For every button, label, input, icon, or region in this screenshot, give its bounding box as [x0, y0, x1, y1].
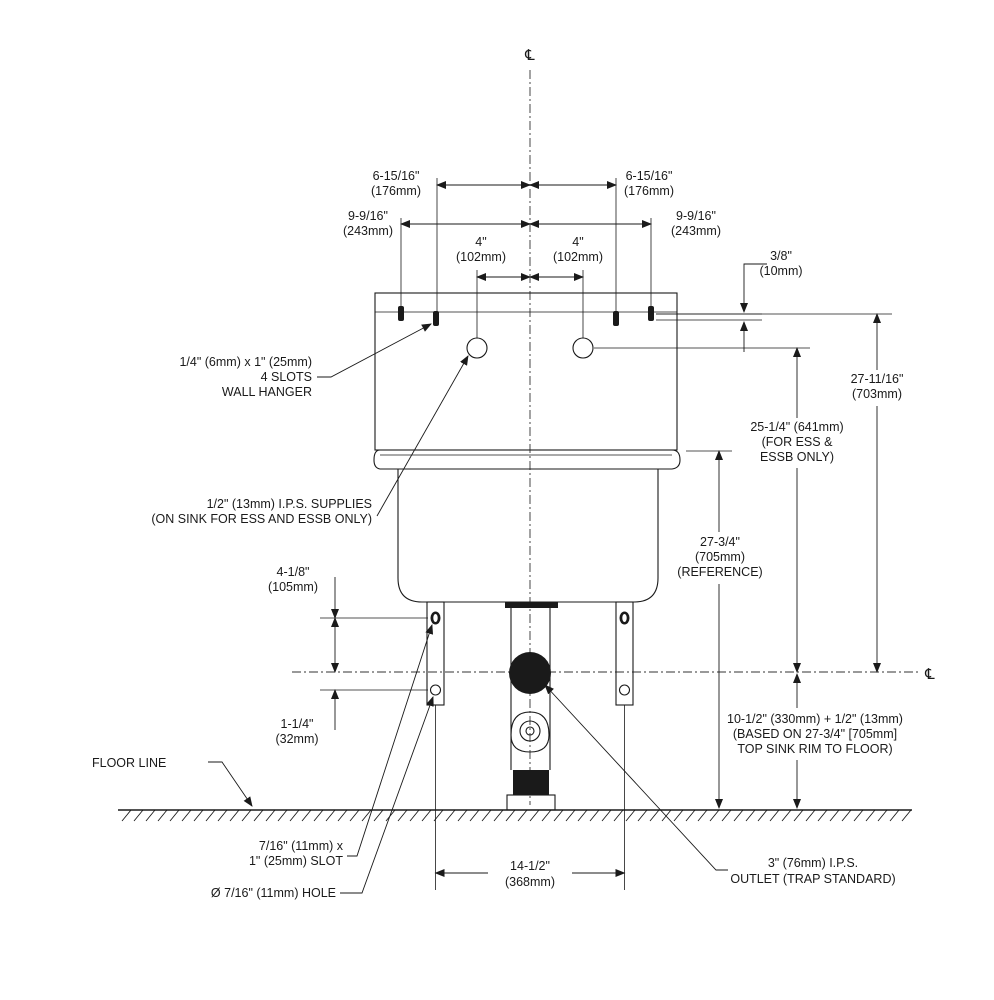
callout-leg-slot-line1: 7/16" (11mm) x — [259, 839, 344, 853]
callout-leg-slot-line2: 1" (25mm) SLOT — [249, 854, 343, 868]
dim-hanger-right-mm: (243mm) — [671, 224, 721, 238]
dim-overall-height-mm: (703mm) — [852, 387, 902, 401]
wall-hanger-slot-1 — [398, 306, 404, 321]
dim-outlet-height-line3: TOP SINK RIM TO FLOOR) — [737, 742, 892, 756]
dim-outer-right-in: 6-15/16" — [626, 169, 673, 183]
dim-outlet-height-line1: 10-1/2" (330mm) + 1/2" (13mm) — [727, 712, 903, 726]
wall-hanger-slot-2 — [433, 311, 439, 326]
dim-leg-slot-spacing-in: 4-1/8" — [277, 565, 310, 579]
callout-leg-slot-leader — [347, 624, 434, 857]
callout-wall-hanger-line3: WALL HANGER — [222, 385, 312, 399]
callout-leg-hole-line1: Ø 7/16" (11mm) HOLE — [211, 886, 336, 900]
dim-hanger-right-in: 9-9/16" — [676, 209, 716, 223]
supply-hole-right — [572, 337, 594, 359]
dim-outer-left-mm: (176mm) — [371, 184, 421, 198]
dim-outer-right-mm: (176mm) — [624, 184, 674, 198]
trap-base — [506, 794, 556, 811]
dim-hanger-left-in: 9-9/16" — [348, 209, 388, 223]
callout-outlet-line2: OUTLET (TRAP STANDARD) — [730, 872, 895, 886]
trap-cleanout — [510, 711, 550, 753]
dim-supply-right-mm: (102mm) — [553, 250, 603, 264]
dim-leg-hole-offset-mm: (32mm) — [275, 732, 318, 746]
dim-slot-offset-in: 3/8" — [770, 249, 792, 263]
callout-wall-hanger-line1: 1/4" (6mm) x 1" (25mm) — [179, 355, 312, 369]
supply-hole-left — [466, 337, 488, 359]
callout-wall-hanger-line2: 4 SLOTS — [261, 370, 312, 384]
callout-outlet-leader — [544, 684, 728, 871]
callout-leg-hole-leader — [340, 696, 434, 894]
dim-hanger-left-mm: (243mm) — [343, 224, 393, 238]
leg-hole-left — [429, 684, 442, 696]
dim-leg-spacing-in: 14-1/2" — [510, 859, 550, 873]
wall-hanger-slot-4 — [648, 306, 654, 321]
trap-coupling — [513, 770, 549, 795]
floor-hatch — [121, 809, 912, 822]
floor-line-label: FLOOR LINE — [92, 756, 166, 770]
dim-rim-height-mm: (705mm) — [695, 550, 745, 564]
dim-leg-hole-offset-in: 1-1/4" — [281, 717, 314, 731]
callout-supplies-line2: (ON SINK FOR ESS AND ESSB ONLY) — [151, 512, 372, 526]
dim-overall-height-in: 27-11/16" — [851, 372, 904, 386]
outlet-trap — [509, 652, 551, 694]
dim-line-slot-offset — [740, 263, 767, 313]
dim-supply-right-in: 4" — [572, 235, 583, 249]
dim-slot-offset-mm: (10mm) — [759, 264, 802, 278]
leg-hole-right — [618, 684, 631, 696]
sink-rim — [373, 449, 681, 470]
sink-bowl — [397, 469, 659, 603]
callout-wall-hanger-leader — [317, 323, 432, 378]
backsplash-panel — [374, 292, 678, 451]
dim-rim-height-in: 27-3/4" — [700, 535, 740, 549]
dim-supply-height-line2: (FOR ESS & — [762, 435, 834, 449]
dim-supply-left-mm: (102mm) — [456, 250, 506, 264]
dim-supply-left-in: 4" — [475, 235, 486, 249]
dim-outlet-height-line2: (BASED ON 27-3/4" [705mm] — [733, 727, 897, 741]
dim-supply-height-line1: 25-1/4" (641mm) — [750, 420, 843, 434]
callout-supplies-line1: 1/2" (13mm) I.P.S. SUPPLIES — [207, 497, 372, 511]
centerline-symbol-right: ℄ — [924, 666, 935, 683]
dim-rim-height-ref: (REFERENCE) — [677, 565, 762, 579]
centerline-symbol-top: ℄ — [524, 47, 535, 64]
drain-flange — [505, 602, 558, 608]
floor-line-leader — [208, 761, 253, 807]
dim-outer-left-in: 6-15/16" — [373, 169, 420, 183]
wall-hanger-slot-3 — [613, 311, 619, 326]
callout-outlet-line1: 3" (76mm) I.P.S. — [768, 856, 858, 870]
dim-leg-spacing-mm: (368mm) — [505, 875, 555, 889]
callout-supplies-leader — [376, 355, 469, 517]
dim-supply-height-line3: ESSB ONLY) — [760, 450, 834, 464]
dim-leg-slot-spacing-mm: (105mm) — [268, 580, 318, 594]
